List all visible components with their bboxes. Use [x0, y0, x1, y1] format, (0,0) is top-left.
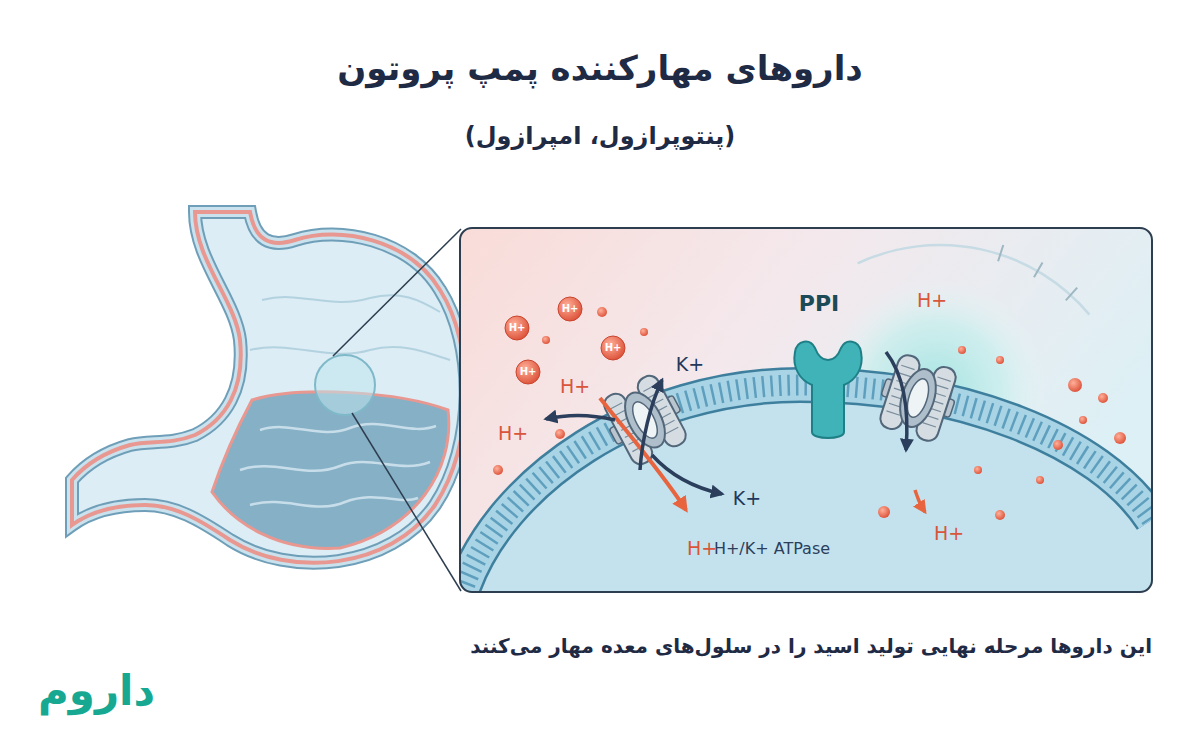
ion-label: H+: [560, 377, 590, 396]
watermark: داروم: [38, 670, 155, 712]
art-circle: [1036, 476, 1044, 484]
ion-label: K+: [676, 355, 704, 374]
subtitle: (پنتوپرازول، امپرازول): [465, 124, 735, 148]
zoom-leader: [352, 413, 461, 591]
ion-label: H+: [520, 367, 537, 377]
stomach-lumen: [212, 392, 449, 549]
ion-label: H+: [917, 291, 947, 310]
art-circle: [878, 506, 890, 518]
art-circle: [601, 336, 625, 360]
ion-label: H+: [934, 524, 964, 543]
potassium-arrow: [652, 455, 722, 494]
art-circle: [640, 328, 648, 336]
membrane-band: [462, 385, 1152, 592]
proton-circles: [505, 297, 625, 384]
stomach: [72, 212, 466, 563]
enzyme-label: H+/K+ ATPase: [714, 541, 830, 557]
art-circle: [996, 356, 1004, 364]
ion-label: H+: [562, 304, 579, 314]
caption: این داروها مرحله نهایی تولید اسید را در …: [470, 634, 1152, 658]
art-circle: [1068, 378, 1082, 392]
stomach-rugae: [240, 424, 436, 507]
zoom-spot: [315, 355, 375, 415]
art-circle: [995, 510, 1005, 520]
inset-panel: [460, 228, 1152, 592]
gauge-ticks: [998, 245, 1077, 300]
cell-interior: [460, 385, 1152, 592]
ppi-molecule: [794, 342, 861, 438]
stomach-wall: [72, 212, 466, 563]
stomach-lining: [72, 212, 466, 563]
art-circle: [542, 336, 550, 344]
art-circle: [516, 360, 540, 384]
proton-pump: [872, 351, 964, 446]
proton-arrow: [915, 490, 925, 512]
ion-dots: [493, 307, 1126, 520]
art-circle: [1098, 393, 1108, 403]
ion-label: H+: [687, 539, 717, 558]
art-circle: [555, 429, 565, 439]
ion-label: H+: [498, 424, 528, 443]
membrane-lipids: [462, 385, 1152, 592]
ion-label: K+: [733, 489, 761, 508]
stomach-outline: [72, 212, 466, 563]
art-circle: [958, 346, 966, 354]
art-circle: [1053, 440, 1063, 450]
stomach-fold: [250, 295, 450, 360]
blocked-arrow: [886, 352, 907, 450]
art-circle: [1114, 432, 1126, 444]
membrane-edge: [462, 385, 1152, 592]
zoom-leader: [333, 229, 461, 356]
drug-label: PPI: [799, 293, 839, 315]
gauge-arc: [858, 245, 1090, 315]
ion-label: H+: [509, 323, 526, 333]
title: داروهای مهارکننده پمپ پروتون: [0, 48, 1200, 89]
inset-border: [460, 228, 1152, 592]
art-circle: [1079, 416, 1087, 424]
art-circle: [493, 465, 503, 475]
art-circle: [558, 297, 582, 321]
ion-label: H+: [605, 343, 622, 353]
art-circle: [505, 316, 529, 340]
proton-out-arrow: [546, 415, 615, 420]
art-circle: [974, 466, 982, 474]
art-circle: [597, 307, 607, 317]
